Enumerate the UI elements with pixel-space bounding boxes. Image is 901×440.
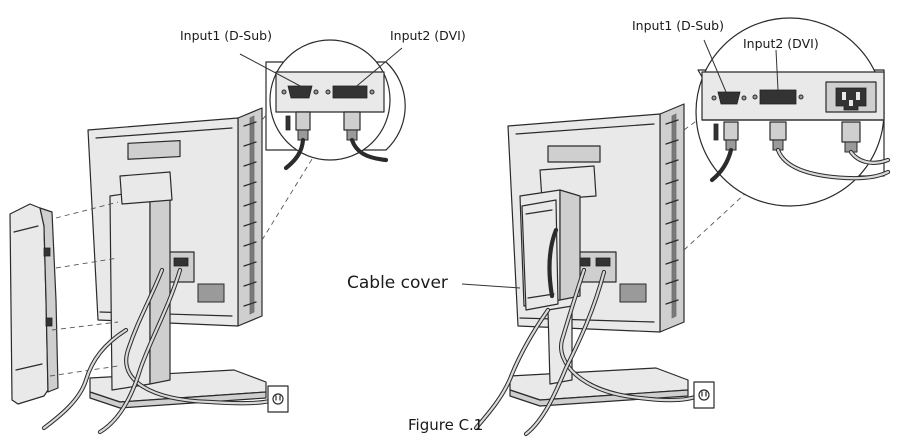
detached-cable-cover	[9, 203, 59, 405]
label-input1-dsub-right: Input1 (D-Sub)	[632, 18, 724, 33]
dvi-port-icon	[325, 85, 375, 99]
label-input2-dvi-left: Input2 (DVI)	[390, 28, 466, 43]
label-cable-cover: Cable cover	[347, 273, 448, 293]
right-wall-outlet	[693, 381, 715, 409]
figure-caption: Figure C.1	[408, 416, 484, 434]
left-illustration	[9, 39, 406, 435]
label-input1-dsub-left: Input1 (D-Sub)	[180, 28, 272, 43]
dvi-plug-icon-right	[769, 121, 787, 151]
dsub-port-icon	[281, 85, 319, 99]
right-connector-detail	[695, 17, 891, 207]
dsub-port-icon-right	[711, 91, 747, 105]
dvi-plug-icon	[343, 111, 361, 141]
dsub-plug-icon	[295, 111, 311, 141]
ac-power-inlet-icon	[825, 81, 877, 113]
dvi-port-icon-right	[752, 89, 804, 105]
label-input2-dvi-right: Input2 (DVI)	[743, 36, 819, 51]
power-plug-icon	[841, 121, 861, 153]
right-illustration	[461, 17, 891, 437]
left-connector-detail	[265, 39, 406, 171]
left-wall-outlet	[267, 385, 289, 413]
dsub-plug-icon-right	[713, 121, 739, 151]
